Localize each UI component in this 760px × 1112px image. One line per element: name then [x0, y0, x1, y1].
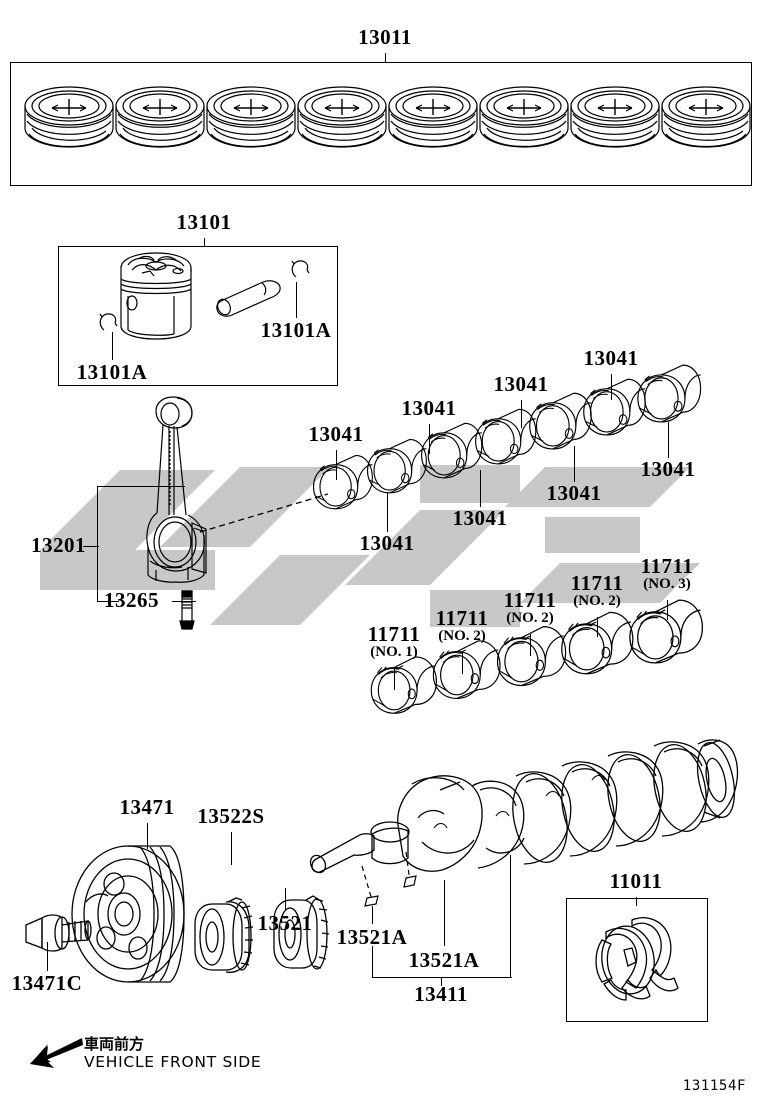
label-conrod-bearing-5: 13041: [493, 372, 549, 396]
label-thrust-washer-set: 11011: [609, 869, 663, 893]
label-main-bearing-1: 11711 (NO. 1): [367, 622, 421, 661]
main-bearing-1-number: 11711: [367, 622, 421, 646]
label-main-bearing-3: 11711 (NO. 2): [503, 588, 557, 627]
leader-crank-key-rear: [444, 880, 446, 946]
leader-piston-assembly: [204, 238, 206, 247]
label-piston-pin-snap-ring-left: 13101A: [76, 360, 148, 384]
label-piston-pin-snap-ring-right: 13101A: [260, 318, 332, 342]
main-bearing-1-sub: (NO. 1): [370, 644, 418, 661]
leader-conrod-bearing-2: [387, 492, 389, 532]
label-crank-pulley: 13471: [119, 795, 175, 819]
label-piston-assembly: 13101: [176, 210, 232, 234]
label-crankshaft: 13411: [414, 982, 468, 1006]
leader-crankshaft-drop: [441, 977, 443, 986]
piston-assembly-art: [99, 252, 310, 340]
leader-conrod-bracket: [97, 486, 99, 602]
leader-main-bearing-5: [667, 600, 669, 620]
label-crank-sprocket: 13522S: [197, 804, 265, 828]
front-side-arrow-icon: [30, 1038, 83, 1068]
label-connecting-rod: 13201: [31, 533, 86, 557]
leader-main-bearing-1: [394, 668, 396, 690]
leader-crankshaft-stem: [510, 855, 512, 978]
label-main-bearing-4: 11711 (NO. 2): [570, 571, 624, 610]
label-main-bearing-2: 11711 (NO. 2): [435, 606, 489, 645]
main-bearing-3-number: 11711: [503, 588, 557, 612]
label-conrod-bearing-6: 13041: [546, 481, 602, 505]
leader-conrod-bearing-6: [574, 446, 576, 482]
piston-ring-set-box: [10, 62, 752, 186]
leader-conrod-bearing-5: [521, 400, 523, 428]
leader-pulley-bolt: [47, 942, 49, 971]
leader-piston-ring-set: [385, 53, 387, 62]
leader-conrod-bearing-1: [336, 450, 338, 480]
label-piston-ring-set: 13011: [358, 25, 412, 49]
label-conrod-bearing-4: 13041: [452, 506, 508, 530]
crank-pulley-art: [25, 845, 330, 983]
label-conrod-bearing-8: 13041: [640, 457, 696, 481]
main-bearing-2-sub: (NO. 2): [438, 628, 486, 645]
leader-conrod-bearing-7: [611, 374, 613, 400]
label-crank-gear: 13521: [257, 911, 313, 935]
thrust-washer-box: [566, 898, 708, 1022]
main-bearing-2-number: 11711: [435, 606, 489, 630]
leader-conrod-bearing-8: [668, 422, 670, 458]
leader-snap-ring-right: [296, 282, 298, 318]
label-conrod-bearing-7: 13041: [583, 346, 639, 370]
vehicle-front-side-note: 車両前方 VEHICLE FRONT SIDE: [84, 1035, 262, 1072]
leader-conrod-bearing-4: [480, 470, 482, 507]
main-bearing-4-sub: (NO. 2): [573, 593, 621, 610]
crankshaft-art: [309, 739, 739, 874]
label-pulley-bolt: 13471C: [11, 971, 83, 995]
leader-crank-pulley: [147, 823, 149, 849]
label-conrod-bearing-3: 13041: [401, 396, 457, 420]
footer-english-text: VEHICLE FRONT SIDE: [84, 1053, 262, 1072]
footer-japanese-text: 車両前方: [84, 1035, 145, 1053]
leader-conrod-top: [97, 486, 185, 488]
crankshaft-keys-art: [361, 851, 417, 907]
label-main-bearing-5: 11711 (NO. 3): [640, 554, 694, 593]
piston-assembly-box: [58, 246, 338, 386]
leader-main-bearing-2: [462, 652, 464, 674]
label-conrod-bearing-2: 13041: [359, 531, 415, 555]
leader-main-bearing-3: [530, 634, 532, 656]
main-bearing-4-number: 11711: [570, 571, 624, 595]
main-bearing-5-number: 11711: [640, 554, 694, 578]
leader-crankshaft-bracket-right: [510, 946, 512, 978]
leader-thrust-washer-set: [636, 897, 638, 906]
leader-conrod-bolt: [172, 601, 196, 603]
leader-main-bearing-4: [597, 617, 599, 637]
leader-snap-ring-left: [112, 332, 114, 360]
leader-crank-gear: [285, 888, 287, 911]
leader-conrod-bearing-3: [429, 424, 431, 454]
leader-conrod-bottom: [97, 601, 119, 603]
label-conrod-bearing-1: 13041: [308, 422, 364, 446]
piston-ring-set-art: [24, 86, 751, 148]
label-connecting-rod-bolt: 13265: [104, 588, 159, 612]
leader-crank-sprocket: [231, 832, 233, 865]
leader-crankshaft-bracket-left: [372, 946, 374, 978]
diagram-id-code: 131154F: [682, 1078, 746, 1094]
label-crankshaft-key-front: 13521A: [336, 925, 408, 949]
main-bearing-3-sub: (NO. 2): [506, 610, 554, 627]
label-crankshaft-key-rear: 13521A: [408, 948, 480, 972]
main-bearing-5-sub: (NO. 3): [643, 576, 691, 593]
thrust-washer-art: [595, 917, 679, 1001]
leader-crank-key-front: [372, 906, 374, 924]
